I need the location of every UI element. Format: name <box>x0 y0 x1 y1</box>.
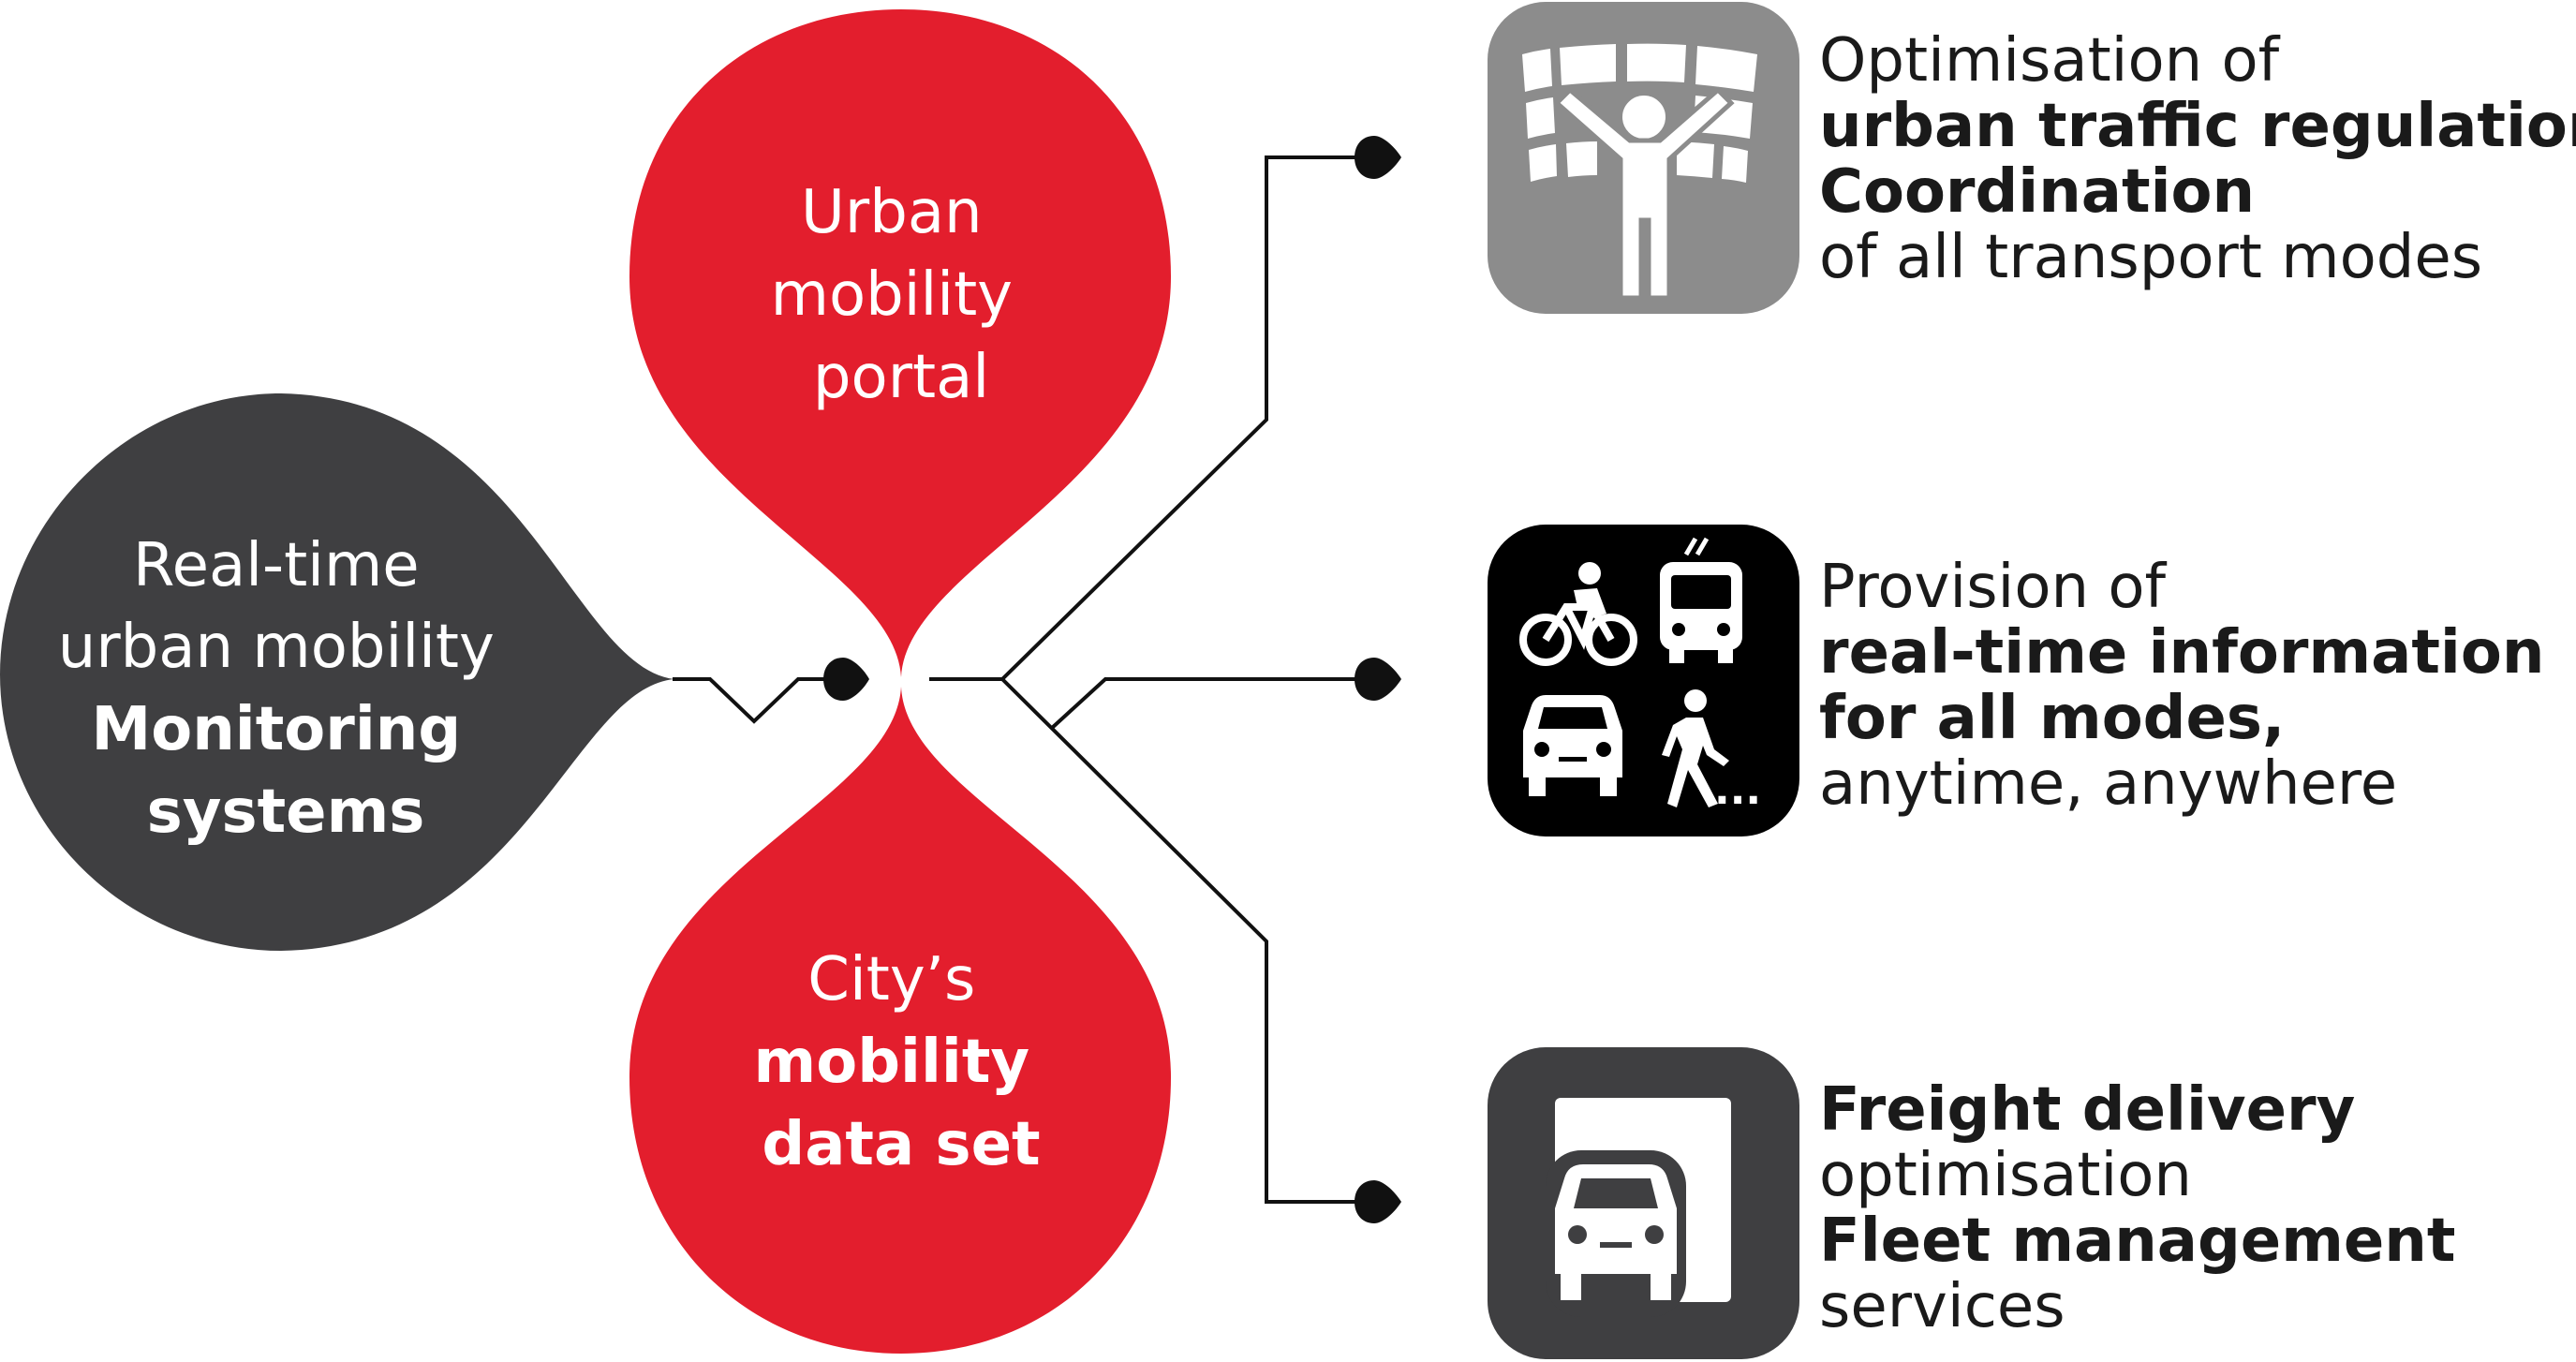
top-drop-shape <box>629 9 1171 677</box>
item-1-text: Optimisation of urban traffic regulation… <box>1819 26 2576 292</box>
bus-icon <box>1660 537 1742 663</box>
input-end-drop <box>823 658 869 701</box>
left-drop-line2: urban mobility <box>58 613 495 682</box>
branch-top-line <box>929 155 1375 681</box>
left-drop-line3: Monitoring <box>92 695 462 764</box>
item-1-line4: of all transport modes <box>1819 223 2482 292</box>
cyclist-body-icon <box>1574 588 1606 618</box>
svg-text:City’s mobility da: City’s mobility data set <box>754 945 1049 1179</box>
item-3-line1: Freight delivery <box>1819 1075 2355 1145</box>
connectors <box>673 155 1375 1204</box>
top-drop-line1: Urban <box>801 178 983 247</box>
mid-end-drop <box>1355 658 1401 701</box>
item-3-line4: services <box>1819 1272 2065 1341</box>
item-2-line1: Provision of <box>1819 553 2168 622</box>
bottom-drop-shape <box>629 687 1171 1354</box>
connector-end-markers <box>823 136 1401 1223</box>
bottom-drop-line1: City’s <box>807 945 975 1014</box>
ellipsis-label: ... <box>1714 766 1761 814</box>
top-drop-line2: mobility <box>771 260 1013 330</box>
branch-bottom-line <box>1000 677 1375 1204</box>
bottom-end-drop <box>1355 1180 1401 1223</box>
left-drop-shape <box>0 393 674 951</box>
car-icon <box>1523 695 1622 796</box>
monitoring-systems-node: Real-time urban mobility Monitoring syst… <box>0 393 674 951</box>
transport-modes-icon: ... <box>1488 525 1799 836</box>
top-end-drop <box>1355 136 1401 179</box>
bottom-drop-line2: mobility <box>754 1028 1030 1097</box>
item-2-line2: real-time information <box>1819 618 2544 688</box>
item-2-line4: anytime, anywhere <box>1819 749 2397 819</box>
item-3-line3: Fleet management <box>1819 1207 2455 1276</box>
item-1-line3: Coordination <box>1819 157 2255 227</box>
item-3-text: Freight delivery optimisation Fleet mana… <box>1819 1075 2475 1341</box>
top-drop-line3: portal <box>813 343 989 412</box>
item-2-text: Provision of real-time information for a… <box>1819 553 2564 819</box>
input-connector-line <box>673 677 834 724</box>
left-drop-line1: Real-time <box>133 531 420 600</box>
cyclist-head-icon <box>1578 562 1601 585</box>
mobility-data-set-node: City’s mobility data set <box>629 687 1171 1354</box>
item-1-line1: Optimisation of <box>1819 26 2281 96</box>
bottom-drop-line3: data set <box>762 1110 1040 1179</box>
item-2-line3: for all modes, <box>1819 684 2285 753</box>
bicycle-icon <box>1519 603 1637 666</box>
pedestrian-icon <box>1662 689 1729 807</box>
item-3-line2: optimisation <box>1819 1141 2192 1210</box>
item-1-line2: urban traffic regulation <box>1819 92 2576 161</box>
traffic-control-icon <box>1488 2 1799 314</box>
branch-mid-line <box>1049 677 1375 731</box>
svg-text:Real-time urban mobility: Real-time urban mobility Monitoring syst… <box>58 531 513 847</box>
left-drop-line4: systems <box>147 777 425 847</box>
svg-text:Urban mobility por: Urban mobility portal <box>771 178 1032 412</box>
mobility-portal-node: Urban mobility portal <box>629 9 1171 677</box>
freight-truck-icon <box>1488 1047 1799 1359</box>
